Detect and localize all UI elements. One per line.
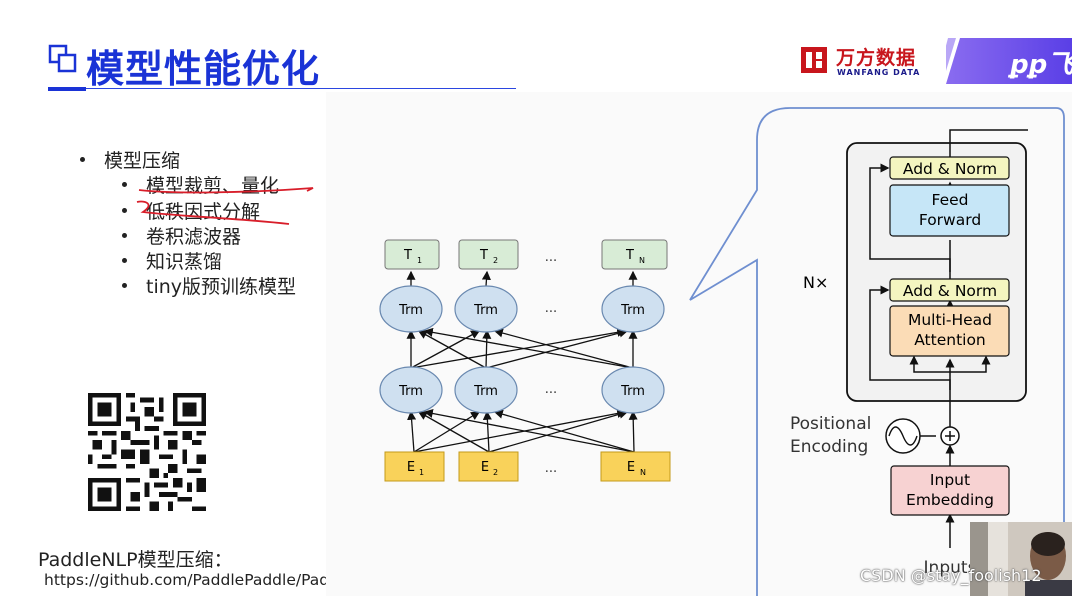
bullet-dot bbox=[80, 157, 85, 162]
bert-output-tn: T N bbox=[601, 239, 668, 270]
svg-text:2: 2 bbox=[493, 468, 498, 477]
bullet-dot bbox=[122, 182, 127, 187]
bert-input-e2: E 2 bbox=[458, 451, 519, 482]
outline-item-label: tiny版预训练模型 bbox=[146, 276, 297, 298]
bert-connections-output bbox=[406, 270, 638, 287]
svg-text:Trm: Trm bbox=[620, 384, 645, 399]
attention-label-1: Multi-Head bbox=[908, 311, 992, 329]
bert-connections-lower bbox=[407, 408, 638, 453]
outline-item-label: 知识蒸馏 bbox=[146, 251, 223, 273]
embedding-label-1: Input bbox=[930, 471, 970, 489]
svg-text:Trm: Trm bbox=[398, 384, 423, 399]
bullet-dot bbox=[122, 208, 127, 213]
transformer-encoder: Add & Norm Feed Forward Add & Norm Multi… bbox=[790, 129, 1028, 578]
svg-text:N: N bbox=[639, 256, 645, 265]
outline-top-label: 模型压缩 bbox=[104, 150, 181, 172]
svg-text:E: E bbox=[481, 460, 489, 475]
bert-ellipsis: ... bbox=[545, 250, 557, 265]
svg-text:Trm: Trm bbox=[620, 303, 645, 318]
outline-item-label: 卷积滤波器 bbox=[146, 226, 242, 248]
bert-input-e1: E 1 bbox=[384, 451, 445, 482]
feed-forward-label-1: Feed bbox=[932, 191, 969, 209]
svg-text:T: T bbox=[403, 248, 412, 263]
handwritten-underline bbox=[136, 187, 314, 225]
bert-trm-lower: Trm Trm ... Trm bbox=[379, 366, 665, 414]
caption-text: PaddleNLP模型压缩： bbox=[38, 549, 233, 571]
bullet-dot bbox=[122, 233, 127, 238]
wanfang-logo-icon bbox=[801, 47, 827, 73]
svg-text:Trm: Trm bbox=[473, 303, 498, 318]
svg-text:E: E bbox=[407, 460, 415, 475]
bert-output-t2: T 2 bbox=[458, 239, 519, 270]
bert-trm-upper: Trm Trm ... Trm bbox=[379, 285, 665, 333]
qr-code bbox=[88, 393, 206, 511]
svg-text:T: T bbox=[479, 248, 488, 263]
attention-label-2: Attention bbox=[914, 331, 986, 349]
svg-text:Trm: Trm bbox=[473, 384, 498, 399]
add-norm-mid-label: Add & Norm bbox=[903, 282, 997, 300]
slide-title: 模型性能优化 bbox=[86, 47, 321, 91]
title-underline-accent bbox=[48, 87, 86, 91]
svg-text:Trm: Trm bbox=[398, 303, 423, 318]
svg-text:...: ... bbox=[545, 301, 557, 316]
svg-text:1: 1 bbox=[417, 256, 422, 265]
partner-logo: ꝑꝑ飞 bbox=[1010, 50, 1072, 80]
bert-ellipsis-inputs: ... bbox=[545, 461, 557, 476]
bert-connections-upper bbox=[406, 327, 638, 369]
outline-item-label: 低秩因式分解 bbox=[146, 201, 261, 223]
add-norm-top-label: Add & Norm bbox=[903, 160, 997, 178]
csdn-watermark: CSDN @stay_foolish12 bbox=[860, 566, 1042, 585]
title-underline bbox=[48, 88, 516, 89]
svg-text:1: 1 bbox=[419, 468, 424, 477]
positional-label-1: Positional bbox=[790, 414, 871, 434]
partner-banner bbox=[946, 38, 1072, 84]
svg-text:...: ... bbox=[545, 382, 557, 397]
transformer-callout bbox=[689, 107, 1065, 596]
embedding-label-2: Embedding bbox=[906, 491, 994, 509]
nx-label: N× bbox=[803, 273, 828, 292]
feed-forward-label-2: Forward bbox=[919, 211, 981, 229]
positional-label-2: Encoding bbox=[790, 437, 868, 457]
bullet-dot bbox=[122, 283, 127, 288]
svg-text:E: E bbox=[627, 460, 635, 475]
brand-name-cn: 万方数据 bbox=[836, 47, 917, 69]
bert-input-en: E N bbox=[600, 451, 671, 482]
bullet-dot bbox=[122, 258, 127, 263]
svg-text:T: T bbox=[625, 248, 634, 263]
svg-text:2: 2 bbox=[493, 256, 498, 265]
svg-text:N: N bbox=[640, 468, 646, 477]
presenter-webcam bbox=[970, 522, 1072, 596]
brand-name-en: WANFANG DATA bbox=[837, 68, 921, 77]
title-bullet-icon bbox=[48, 44, 77, 73]
inputs-label: Inputs bbox=[924, 558, 977, 578]
bert-output-t1: T 1 bbox=[384, 239, 440, 270]
